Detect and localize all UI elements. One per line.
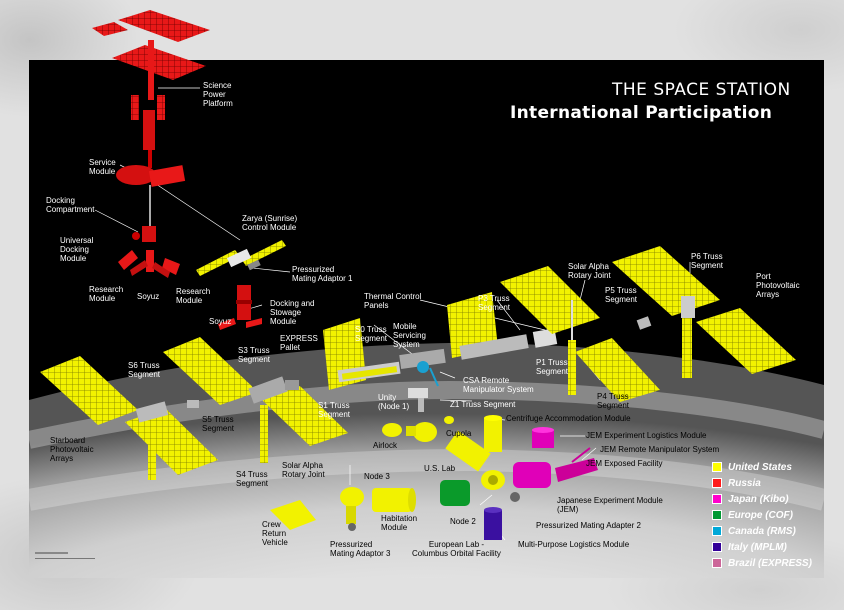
label-zarya: Zarya (Sunrise)Control Module [242, 214, 298, 232]
legend-swatch [712, 462, 722, 472]
legend-item: Europe (COF) [712, 509, 793, 521]
label-soyuz-bottom: Soyuz [209, 317, 232, 326]
legend-swatch [712, 478, 722, 488]
label-columbus: European Lab -Columbus Orbital Facility [412, 540, 501, 558]
label-jem-rms: JEM Remote Manipulator System [600, 445, 720, 454]
legend-label: Japan (Kibo) [728, 493, 789, 505]
decor-bar [35, 552, 68, 554]
legend-item: Brazil (EXPRESS) [712, 557, 812, 569]
label-cupola: Cupola [446, 429, 472, 438]
legend-label: Italy (MPLM) [728, 541, 787, 553]
diagram-title: THE SPACE STATION [612, 80, 791, 100]
label-z1-truss: Z1 Truss Segment [450, 400, 516, 409]
decor-bar [35, 558, 95, 559]
legend-label: Europe (COF) [728, 509, 793, 521]
label-jem: Japanese Experiment Module(JEM) [557, 496, 663, 514]
label-airlock: Airlock [373, 441, 398, 450]
label-mplm: Multi-Purpose Logistics Module [518, 540, 630, 549]
label-centrifuge: Centrifuge Accommodation Module [506, 414, 631, 423]
label-jem-elm: JEM Experiment Logistics Module [586, 431, 707, 440]
diagram-subtitle: International Participation [510, 103, 773, 123]
legend-item: Italy (MPLM) [712, 541, 787, 553]
label-node3: Node 3 [364, 472, 390, 481]
legend-label: Brazil (EXPRESS) [728, 557, 812, 569]
legend-swatch [712, 494, 722, 504]
legend-swatch [712, 510, 722, 520]
legend-label: Canada (RMS) [728, 525, 796, 537]
legend-swatch [712, 526, 722, 536]
label-jem-ef: JEM Exposed Facility [586, 459, 663, 468]
legend-label: Russia [728, 477, 761, 489]
legend-item: United States [712, 461, 792, 473]
label-us-lab: U.S. Lab [424, 464, 456, 473]
label-unity: Unity(Node 1) [378, 393, 410, 411]
label-pma2: Pressurized Mating Adapter 2 [536, 521, 641, 530]
legend-item: Japan (Kibo) [712, 493, 789, 505]
label-soyuz-top: Soyuz [137, 292, 160, 301]
legend-swatch [712, 542, 722, 552]
legend-label: United States [728, 461, 792, 473]
legend-item: Russia [712, 477, 761, 489]
legend-item: Canada (RMS) [712, 525, 796, 537]
legend-swatch [712, 558, 722, 568]
label-node2: Node 2 [450, 517, 476, 526]
